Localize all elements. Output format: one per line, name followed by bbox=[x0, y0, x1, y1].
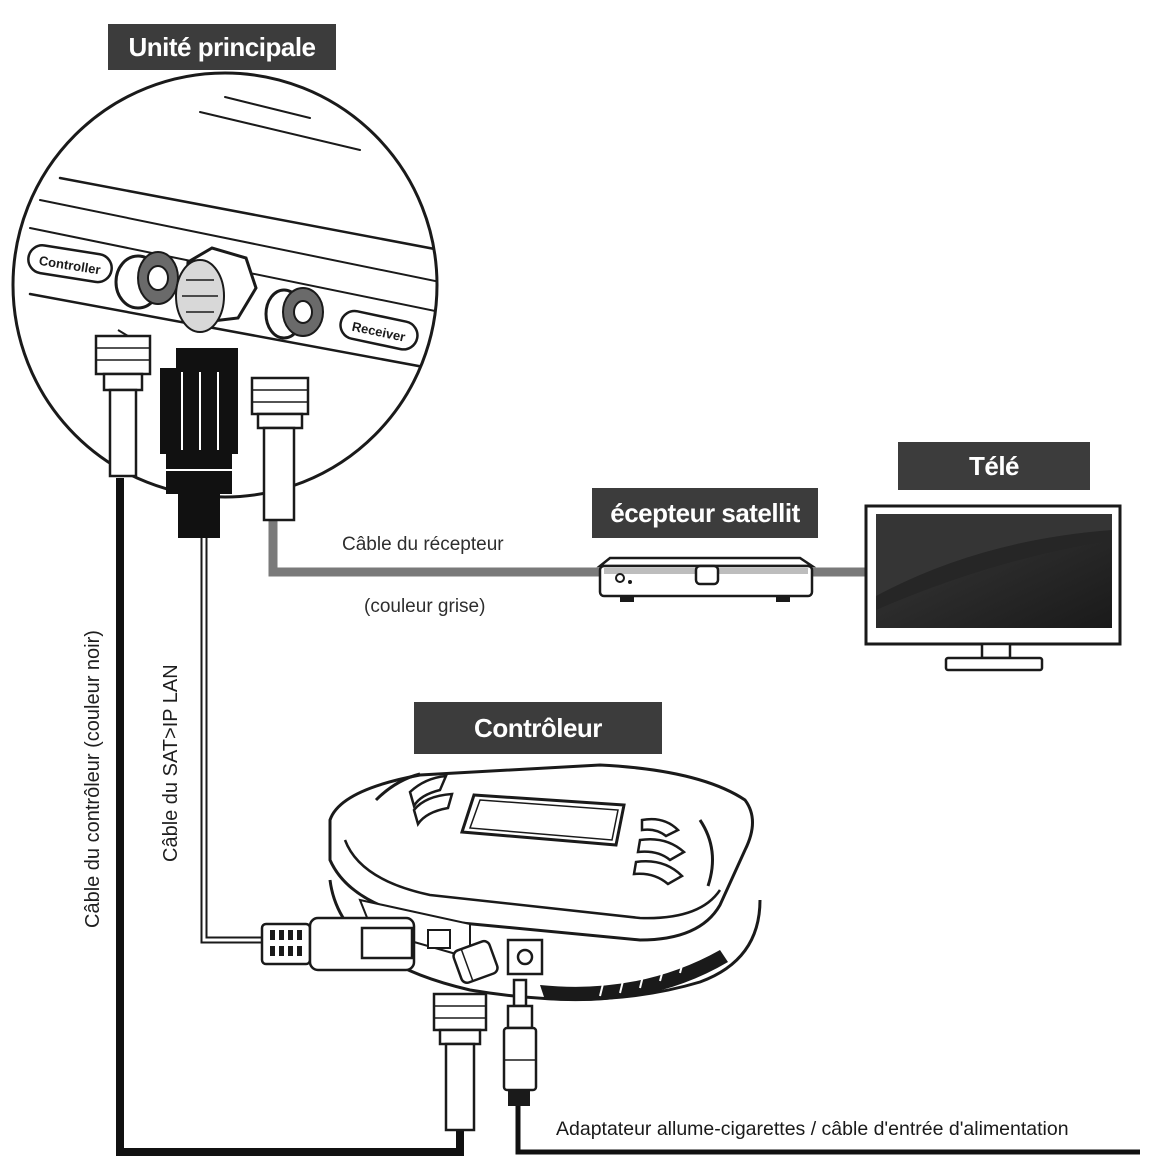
controller-title: Contrôleur bbox=[414, 702, 662, 754]
controller-f-port bbox=[114, 251, 179, 310]
lan-port bbox=[175, 246, 258, 333]
receiver-f-port bbox=[264, 287, 324, 340]
controller-cable-label: Câble du contrôleur (couleur noir) bbox=[82, 630, 104, 928]
receiver-cable-gray bbox=[268, 520, 600, 577]
power-cable bbox=[515, 1090, 1140, 1155]
controller-device bbox=[328, 763, 762, 1002]
satellite-receiver-device bbox=[596, 556, 817, 602]
receiver-cable-connector bbox=[250, 376, 310, 522]
receiver-cable-color-label: (couleur grise) bbox=[364, 596, 486, 617]
main-unit-title: Unité principale bbox=[108, 24, 336, 70]
tv-device bbox=[864, 504, 1122, 672]
controller-f-connector bbox=[432, 992, 488, 1132]
controller-cable-connector bbox=[94, 329, 152, 478]
receiver-port-label: Receiver bbox=[339, 309, 419, 351]
tv-title: Télé bbox=[898, 442, 1090, 490]
lan-cable-connector bbox=[160, 348, 238, 538]
power-cable-label: Adaptateur allume-cigarettes / câble d'e… bbox=[556, 1118, 1069, 1140]
lan-cable-label: Câble du SAT>IP LAN bbox=[160, 664, 182, 862]
controller-cable-black bbox=[116, 478, 464, 1156]
controller-port-label: Controller bbox=[27, 244, 113, 284]
dc-power-plug bbox=[502, 978, 538, 1106]
rj45-plug bbox=[260, 916, 416, 972]
receiver-cable-label: Câble du récepteur bbox=[342, 534, 504, 555]
lan-cable bbox=[200, 536, 262, 944]
satellite-receiver-title: écepteur satellit bbox=[592, 488, 818, 538]
